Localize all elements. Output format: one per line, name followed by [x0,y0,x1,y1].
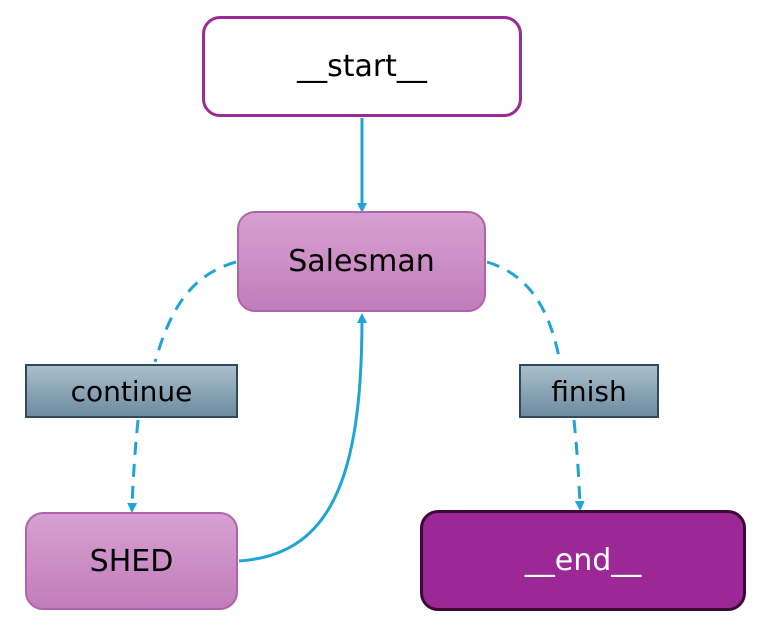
edge-finish-to-end [572,419,585,511]
edge-salesman-to-continue [153,260,237,363]
node-shed-label: SHED [89,543,174,579]
edge-salesman-to-finish [486,260,562,363]
node-start[interactable]: __start__ [202,16,522,117]
node-end-label: __end__ [524,543,642,578]
node-end[interactable]: __end__ [420,510,746,611]
node-shed[interactable]: SHED [25,512,238,610]
edge-label-finish: finish [519,364,659,418]
edge-label-finish-text: finish [551,374,627,408]
edge-continue-to-shed [127,419,140,513]
edge-label-continue: continue [25,364,238,418]
node-start-label: __start__ [297,49,427,84]
node-salesman-label: Salesman [288,244,435,279]
node-salesman[interactable]: Salesman [237,211,486,312]
edge-label-continue-text: continue [70,374,193,408]
edge-shed-to-salesman [238,313,367,563]
